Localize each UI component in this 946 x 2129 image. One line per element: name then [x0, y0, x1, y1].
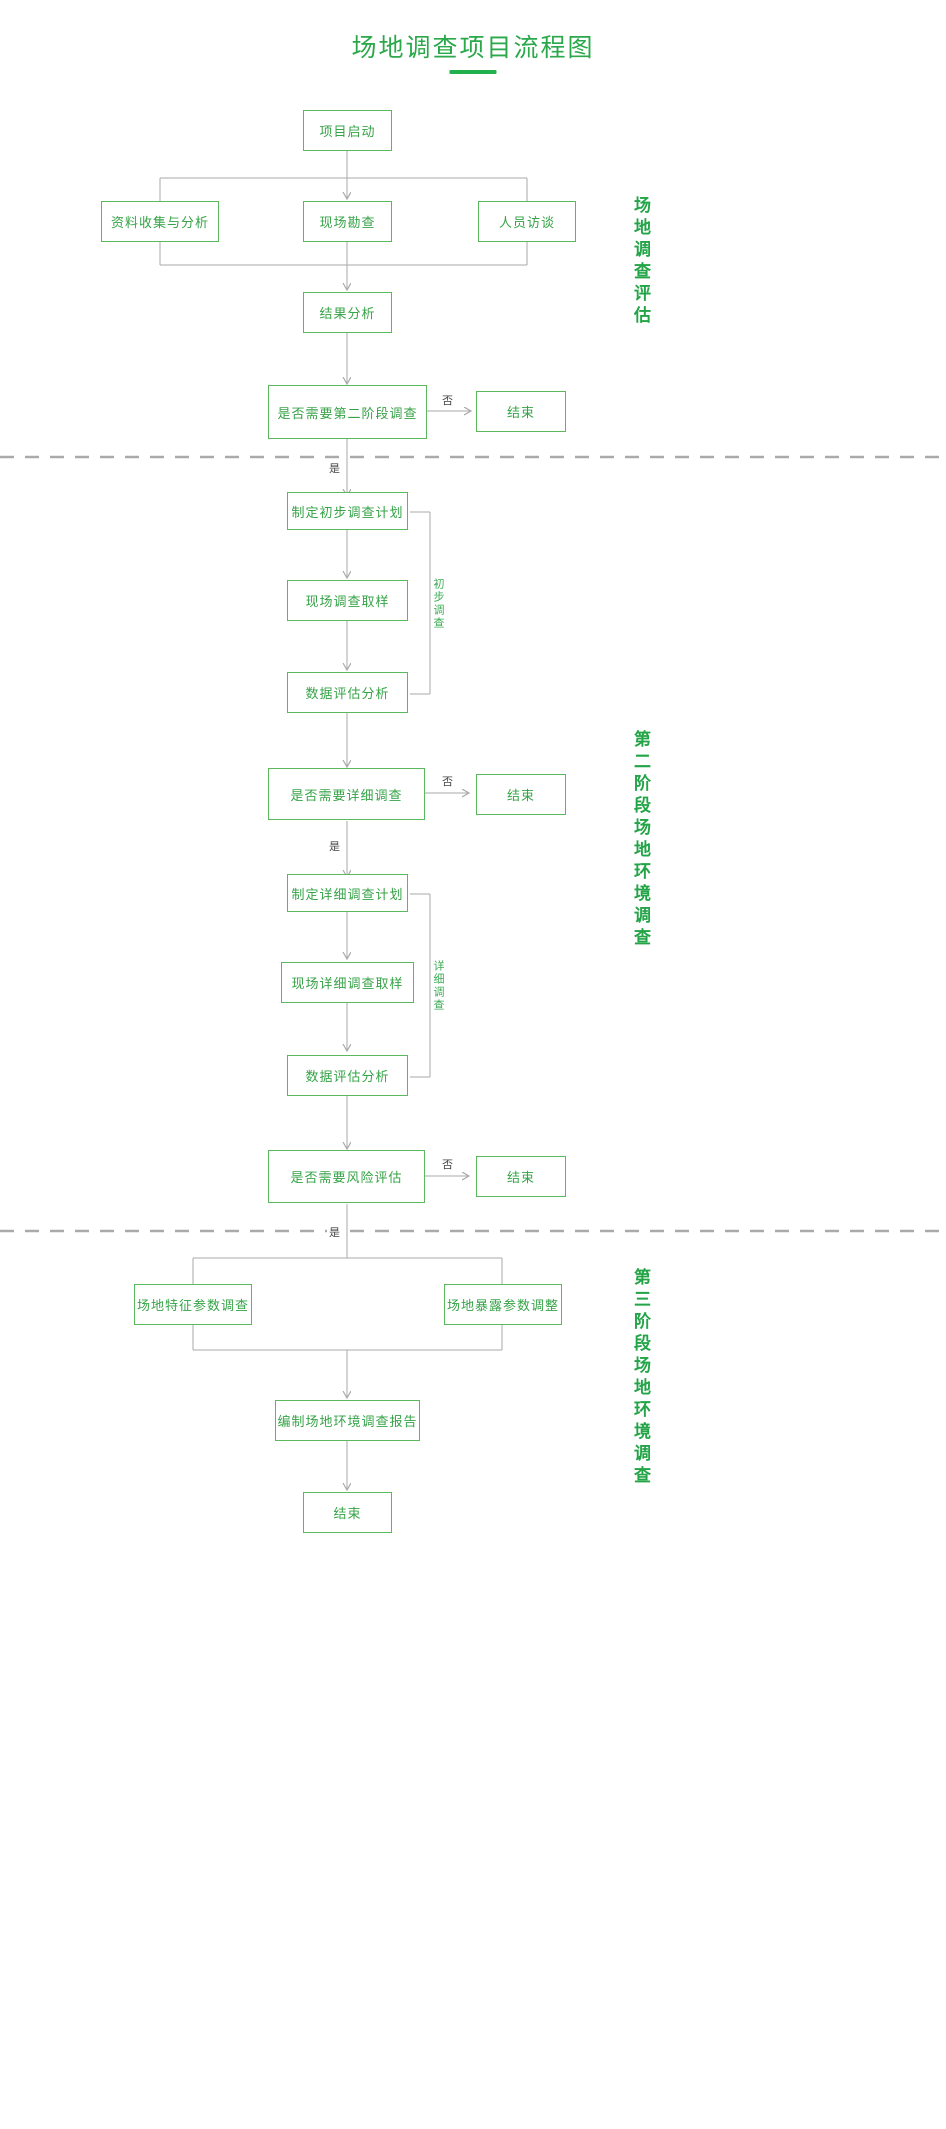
node-decide-phase2[interactable]: 是否需要第二阶段调查 — [268, 385, 427, 439]
title-underline-accent — [449, 70, 497, 74]
bracket-label-detailed: 详细调查 — [432, 960, 444, 1012]
node-result-analysis[interactable]: 结果分析 — [303, 292, 392, 333]
node-end-3[interactable]: 结束 — [476, 1156, 566, 1197]
section-label-stage-3: 第三阶段场地环境调查 — [631, 1268, 650, 1488]
node-interviews[interactable]: 人员访谈 — [478, 201, 576, 242]
node-sampling-preliminary[interactable]: 现场调查取样 — [287, 580, 408, 621]
edge-label-no-2: 否 — [440, 773, 455, 789]
node-decide-detailed[interactable]: 是否需要详细调查 — [268, 768, 425, 820]
node-decide-risk[interactable]: 是否需要风险评估 — [268, 1150, 425, 1203]
node-site-exposure-params[interactable]: 场地暴露参数调整 — [444, 1284, 562, 1325]
page-title: 场地调查项目流程图 — [351, 34, 595, 62]
node-data-eval-preliminary[interactable]: 数据评估分析 — [287, 672, 408, 713]
node-end-1[interactable]: 结束 — [476, 391, 566, 432]
node-sampling-detailed[interactable]: 现场详细调查取样 — [281, 962, 414, 1003]
edge-label-yes-2: 是 — [327, 838, 342, 854]
node-start[interactable]: 项目启动 — [303, 110, 392, 151]
edge-label-yes-3: 是 — [327, 1224, 342, 1240]
section-label-stage-2: 第二阶段场地环境调查 — [631, 730, 650, 950]
node-compile-report[interactable]: 编制场地环境调查报告 — [275, 1400, 420, 1441]
edge-label-no-3: 否 — [440, 1156, 455, 1172]
section-label-stage-1: 场地调查评估 — [631, 196, 650, 328]
node-data-eval-detailed[interactable]: 数据评估分析 — [287, 1055, 408, 1096]
node-plan-preliminary[interactable]: 制定初步调查计划 — [287, 492, 408, 530]
node-site-recon[interactable]: 现场勘查 — [303, 201, 392, 242]
bracket-label-preliminary: 初步调查 — [432, 578, 444, 630]
edge-label-no-1: 否 — [440, 392, 455, 408]
node-data-collection[interactable]: 资料收集与分析 — [101, 201, 219, 242]
edge-label-yes-1: 是 — [327, 460, 342, 476]
node-site-feature-params[interactable]: 场地特征参数调查 — [134, 1284, 252, 1325]
node-plan-detailed[interactable]: 制定详细调查计划 — [287, 874, 408, 912]
node-end-2[interactable]: 结束 — [476, 774, 566, 815]
node-end-final[interactable]: 结束 — [303, 1492, 392, 1533]
